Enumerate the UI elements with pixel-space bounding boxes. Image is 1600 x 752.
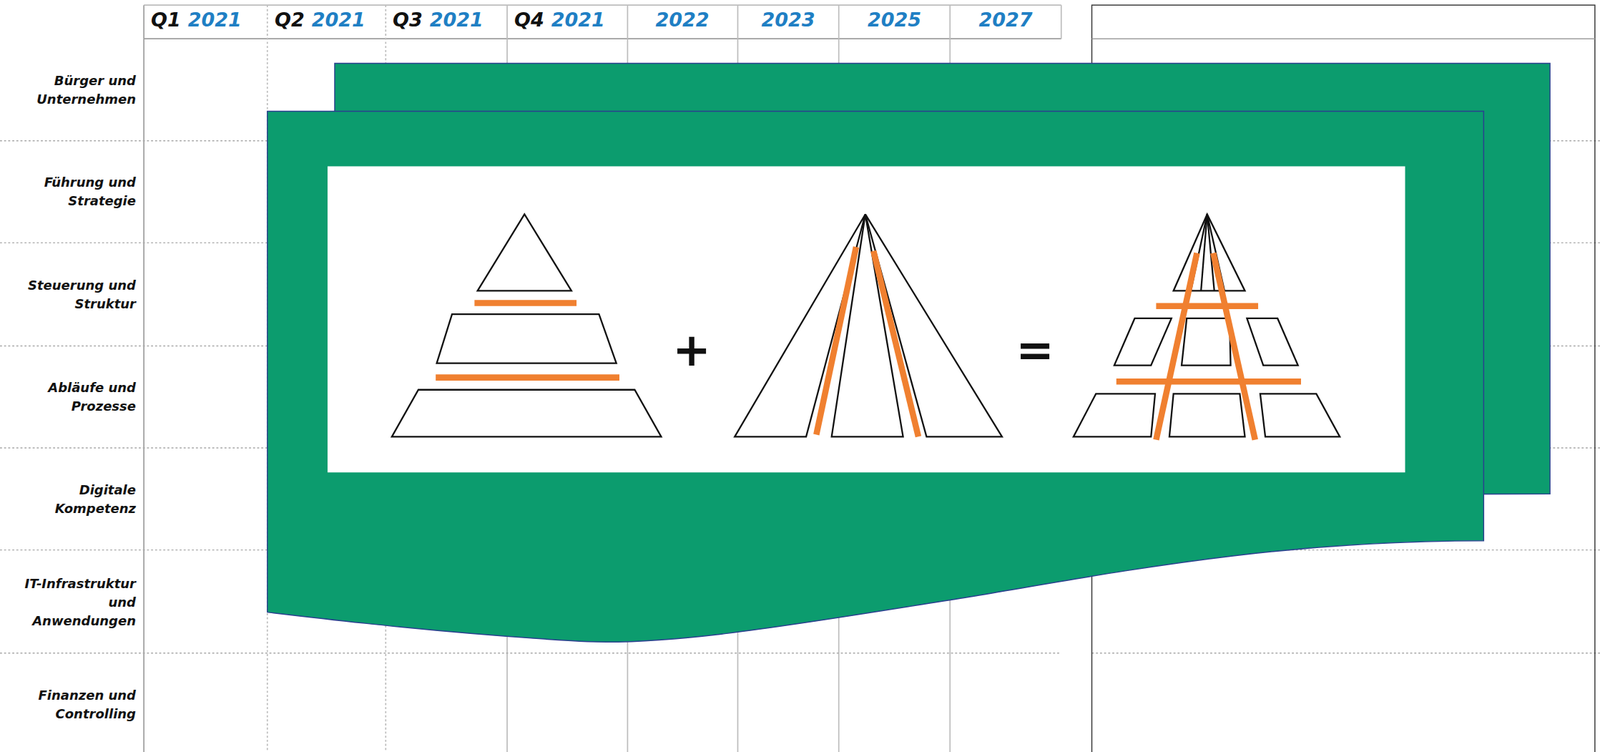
year-label: 2021: [311, 8, 366, 31]
column-header: Q4 2021: [507, 0, 628, 39]
operator-symbol: +: [672, 326, 711, 373]
quarter-label: Q4: [514, 8, 545, 31]
row-label: Steuerung und Struktur: [2, 276, 136, 314]
row-label: Führung und Strategie: [2, 173, 136, 211]
year-label: 2025: [867, 8, 922, 31]
column-header: 2025: [838, 0, 950, 39]
row-label: IT-Infrastruktur und Anwendungen: [2, 574, 136, 631]
column-header: 2027: [949, 0, 1062, 39]
year-label: 2021: [429, 8, 484, 31]
column-header: 2023: [737, 0, 839, 39]
quarter-label: Q3: [392, 8, 423, 31]
column-header: Q2 2021: [267, 0, 386, 39]
operator-symbol: =: [1015, 326, 1055, 373]
year-label: 2022: [655, 8, 709, 31]
row-label: Abläufe und Prozesse: [2, 378, 136, 416]
year-label: 2021: [188, 8, 242, 31]
row-label: Finanzen und Controlling: [2, 685, 136, 724]
column-header: 2022: [627, 0, 738, 39]
column-header: Q3 2021: [385, 0, 508, 39]
row-label: Bürger und Unternehmen: [2, 71, 136, 109]
column-header: Q1 2021: [143, 0, 268, 39]
quarter-label: Q1: [150, 8, 181, 31]
quarter-label: Q2: [274, 8, 305, 31]
year-label: 2023: [761, 8, 815, 31]
year-label: 2027: [978, 8, 1033, 31]
year-label: 2021: [551, 8, 606, 31]
row-label: Digitale Kompetenz: [2, 480, 136, 518]
